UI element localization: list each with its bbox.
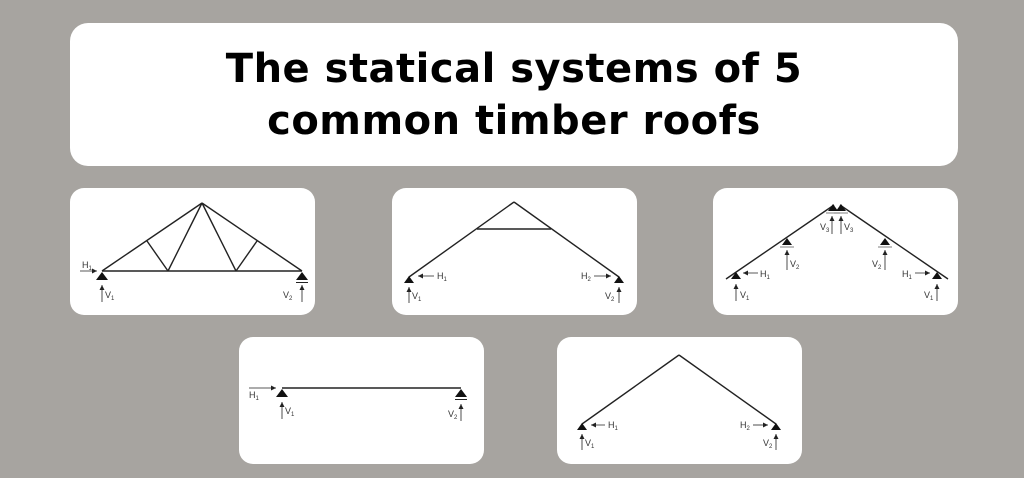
- svg-text:V2: V2: [790, 259, 800, 271]
- svg-text:V1: V1: [924, 290, 934, 302]
- svg-text:H1: H1: [902, 269, 913, 281]
- svg-text:H1: H1: [608, 420, 619, 432]
- svg-text:V2: V2: [283, 290, 293, 302]
- svg-text:H1: H1: [760, 269, 771, 281]
- pin-support-icon: [96, 272, 108, 280]
- svg-text:V2: V2: [872, 259, 882, 271]
- diagram-purlin-roof: H1 H1 V1 V1 V2 V2 V3 V3: [713, 188, 958, 315]
- svg-text:V2: V2: [763, 438, 773, 450]
- svg-text:V3: V3: [820, 222, 830, 234]
- diagram-flat-beam: H1 V1 V2: [239, 337, 484, 464]
- pin-support-icon: [614, 276, 624, 283]
- svg-text:V1: V1: [412, 291, 422, 303]
- pin-support-icon: [404, 276, 414, 283]
- svg-text:V1: V1: [585, 438, 595, 450]
- svg-text:V1: V1: [285, 406, 295, 418]
- svg-text:H1: H1: [437, 271, 448, 283]
- svg-text:V1: V1: [740, 290, 750, 302]
- svg-text:V3: V3: [844, 222, 854, 234]
- truss-members: [101, 202, 303, 272]
- title-line-2: common timber roofs: [267, 97, 761, 144]
- svg-text:H1: H1: [249, 390, 260, 402]
- diagram-rafter-roof: H1 H2 V1 V2: [557, 337, 802, 464]
- svg-text:H1: H1: [82, 260, 93, 272]
- svg-text:V1: V1: [105, 290, 115, 302]
- diagram-collar-beam-roof: H1 H2 V1 V2: [392, 188, 637, 315]
- title-line-1: The statical systems of 5: [225, 45, 803, 92]
- svg-text:H2: H2: [740, 420, 751, 432]
- title-card: The statical systems of 5 common timber …: [70, 23, 958, 166]
- diagram-truss-roof: H1 V1 V2: [70, 188, 315, 315]
- roller-support-icon: [296, 272, 308, 280]
- svg-text:H2: H2: [581, 271, 592, 283]
- svg-text:V2: V2: [605, 291, 615, 303]
- svg-text:V2: V2: [448, 409, 458, 421]
